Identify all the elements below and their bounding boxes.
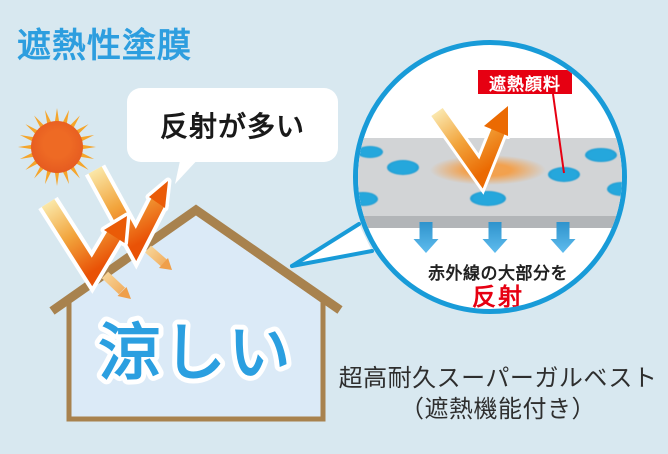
infrared-down-arrow-icon <box>413 222 576 253</box>
speech-bubble: 反射が多い <box>127 88 338 162</box>
product-caption-line1: 超高耐久スーパーガルベスト <box>338 365 658 392</box>
pigment-dot <box>358 192 378 206</box>
pigment-bounce-arrow-icon <box>428 103 511 195</box>
inset-caption-emphasis: 反射 <box>472 284 524 311</box>
pigment-dot <box>585 148 617 162</box>
pigment-label: 遮熱顔料 <box>478 70 572 94</box>
product-caption: 超高耐久スーパーガルベスト （遮熱機能付き） <box>330 363 666 425</box>
sun-body <box>31 121 83 173</box>
pigment-dot <box>607 182 622 196</box>
pigment-label-text: 遮熱顔料 <box>489 74 561 94</box>
heat-bounce-arrow-icon <box>84 164 172 270</box>
heat-pass-arrow-icon <box>101 245 172 299</box>
sun-icon <box>18 108 96 186</box>
inset-graphic <box>413 93 576 253</box>
house-label: 涼しい <box>98 319 293 388</box>
inset-caption: 赤外線の大部分を <box>428 264 568 283</box>
pigment-dot <box>548 167 580 182</box>
product-caption-line2: （遮熱機能付き） <box>400 396 596 423</box>
page-title: 遮熱性塗膜 <box>17 27 192 65</box>
speech-bubble-tail <box>175 156 201 184</box>
speech-bubble-text: 反射が多い <box>159 111 305 142</box>
pigment-dot <box>387 160 419 175</box>
pigment-dot <box>358 146 383 158</box>
pigment-dot <box>470 191 506 206</box>
magnifier-tail <box>290 222 374 268</box>
heat-bounce-arrow-icon <box>38 196 131 294</box>
magnifier-circle: 遮熱顔料 赤外線の大部分を 反射 <box>353 40 627 314</box>
pigment-pointer-line <box>552 93 565 174</box>
